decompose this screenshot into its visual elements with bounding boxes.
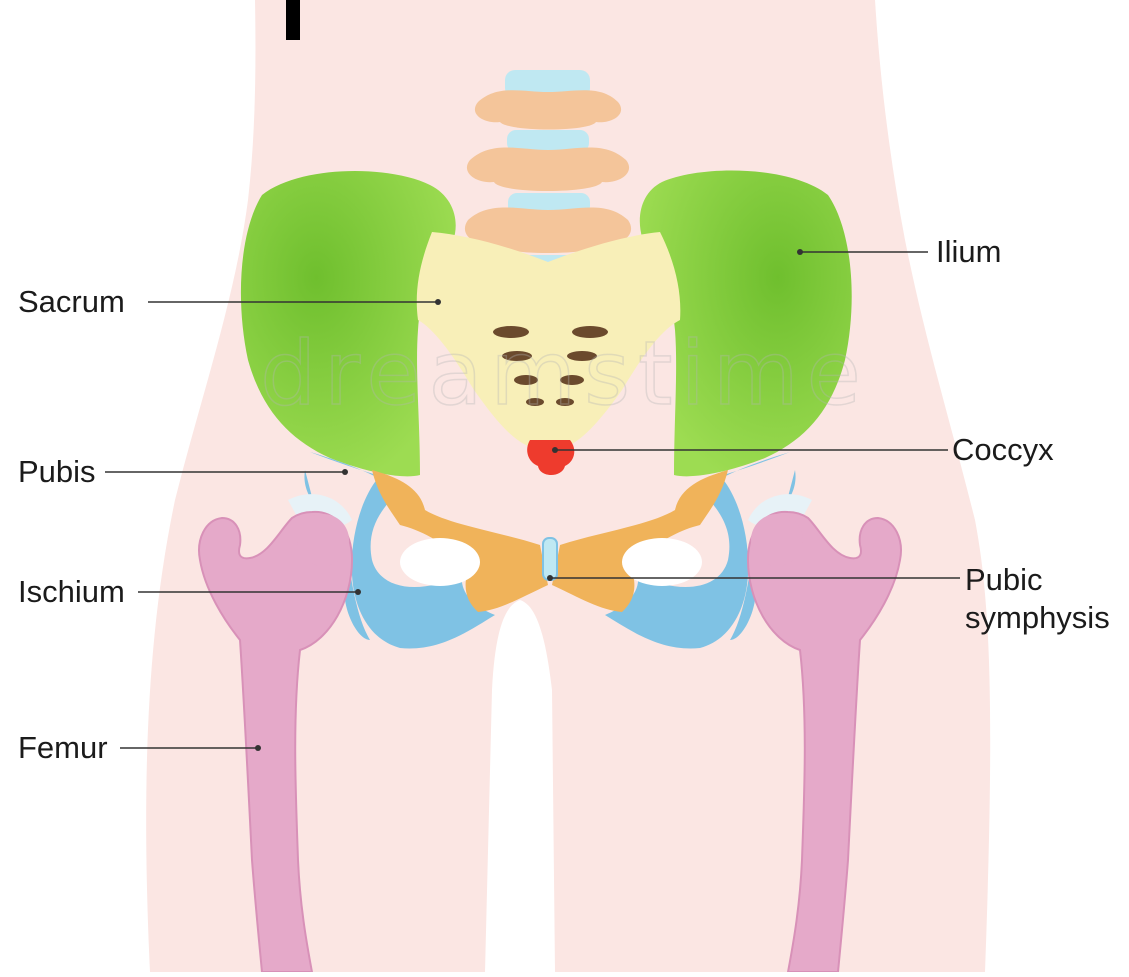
femoral-head-right: [751, 514, 803, 566]
label-sacrum: Sacrum: [18, 284, 125, 320]
label-ischium: Ischium: [18, 574, 125, 610]
obturator-foramen-left: [400, 538, 480, 586]
femoral-head-left: [297, 514, 349, 566]
label-pubis: Pubis: [18, 454, 96, 490]
pubic-symphysis-shape: [543, 538, 557, 580]
top-black-mark: [286, 0, 300, 40]
label-femur: Femur: [18, 730, 108, 766]
label-pubic-symphysis-line1: Pubic: [965, 562, 1043, 598]
label-ilium: Ilium: [936, 234, 1001, 270]
label-coccyx: Coccyx: [952, 432, 1054, 468]
label-pubic-symphysis-line2: symphysis: [965, 600, 1110, 636]
